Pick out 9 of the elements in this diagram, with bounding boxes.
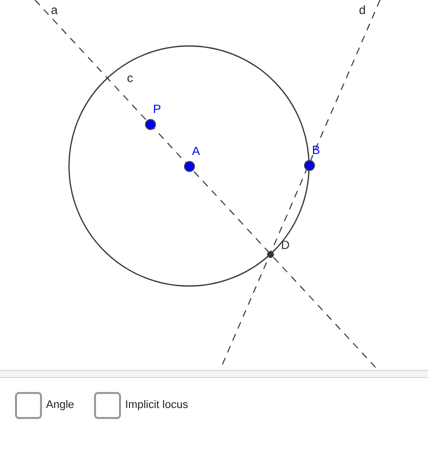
line-label: c bbox=[127, 71, 133, 85]
line-label: d bbox=[359, 3, 366, 17]
point-label: B bbox=[312, 143, 320, 157]
line-label: a bbox=[51, 3, 58, 17]
checkbox-label: Implicit locus bbox=[125, 398, 188, 414]
point-label: D bbox=[281, 238, 290, 252]
point-label: P bbox=[153, 102, 162, 116]
point-label: A bbox=[192, 144, 200, 158]
checkbox-label: Angle bbox=[46, 398, 74, 414]
